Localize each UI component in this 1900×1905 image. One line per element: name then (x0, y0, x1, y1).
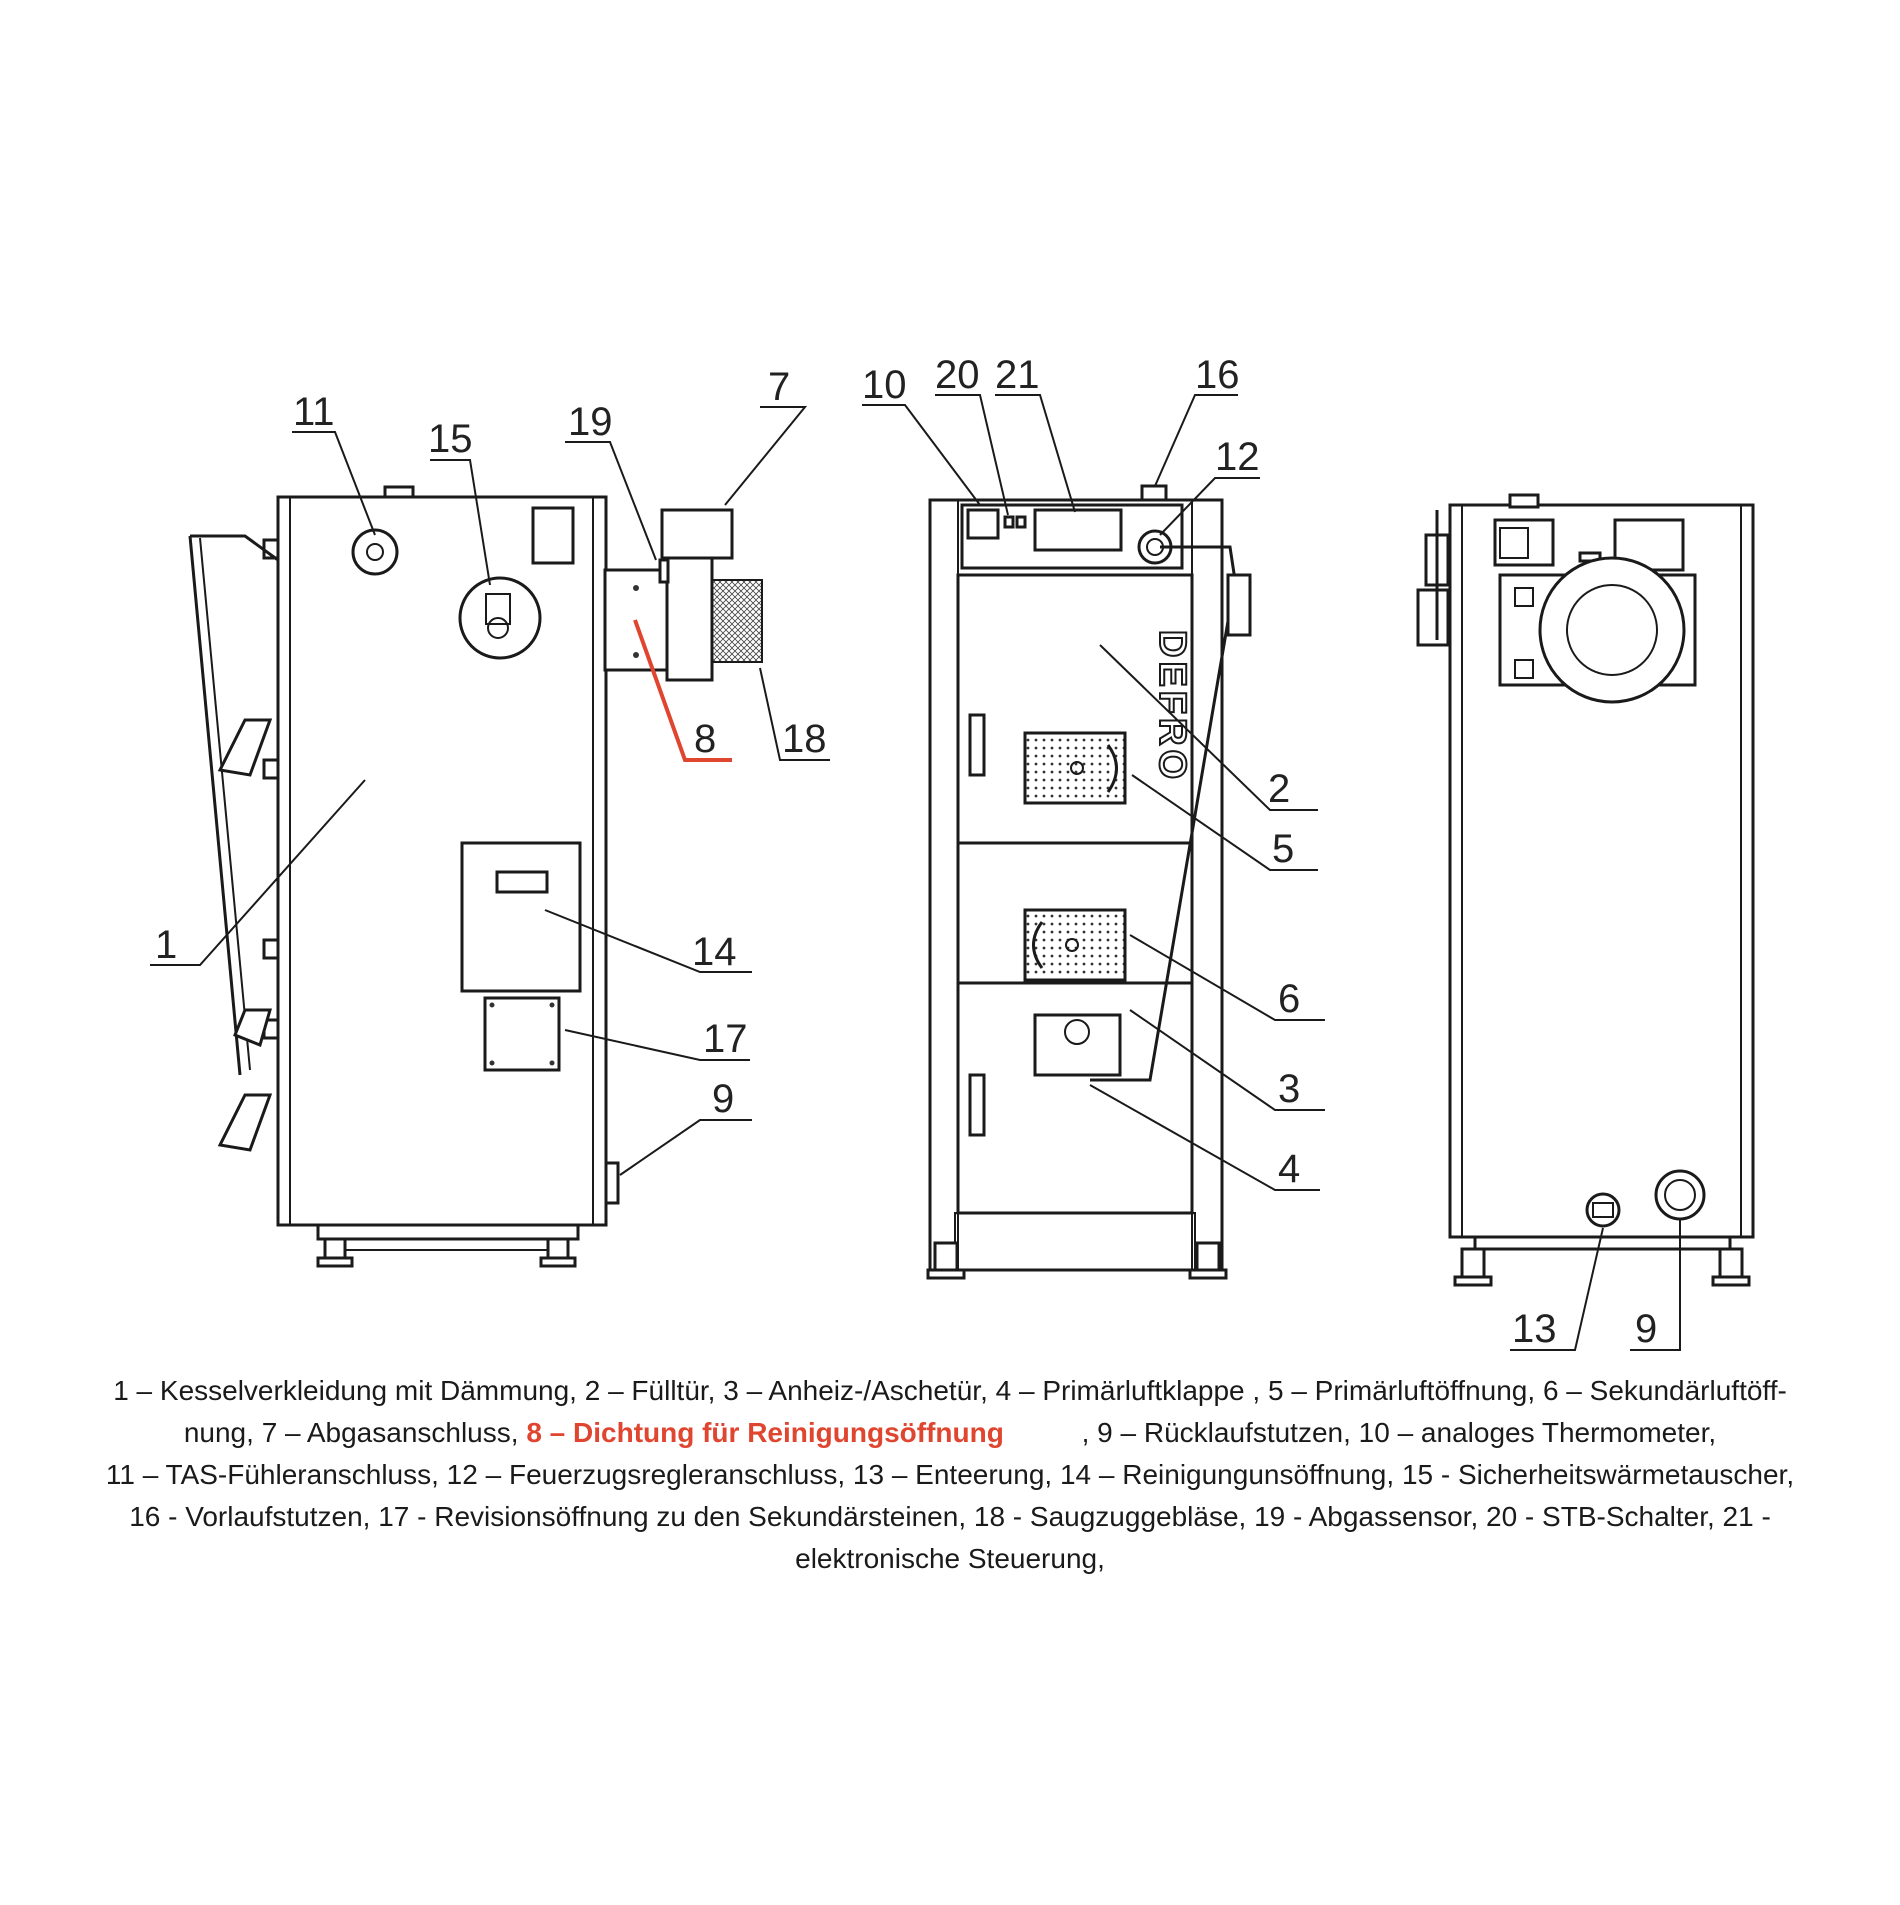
legend-line-1: 1 – Kesselverkleidung mit Dämmung, 2 – F… (113, 1375, 1787, 1406)
label-6: 6 (1278, 977, 1300, 1021)
legend-highlight-8: 8 – Dichtung für Reinigungsöffnung (526, 1417, 1004, 1448)
return-socket (1654, 1169, 1706, 1221)
label-9-right: 9 (1635, 1307, 1657, 1351)
side-view (188, 485, 763, 1268)
leader-lines (150, 394, 1681, 1351)
label-7: 7 (768, 365, 790, 409)
label-5: 5 (1272, 827, 1294, 871)
label-11: 11 (293, 390, 335, 434)
label-14: 14 (692, 930, 737, 974)
label-21: 21 (995, 353, 1040, 397)
label-8: 8 (694, 717, 716, 761)
brand-logo: DEFRO (1151, 630, 1193, 783)
back-view (1416, 493, 1755, 1287)
tar-drain-port (1585, 1192, 1621, 1228)
accent-leader (633, 619, 732, 762)
legend-line-3: 11 – TAS-Fühleranschluss, 12 – Feuerzugs… (105, 1459, 1795, 1490)
tas-sensor-port (351, 528, 399, 576)
flow-socket (1140, 484, 1168, 502)
legend-line-2-end: , 9 – Rücklaufstutzen, 10 – analoges The… (1003, 1417, 1717, 1448)
label-20: 20 (935, 353, 980, 397)
legend-line-5: elektronische Steuerung, (795, 1543, 1105, 1574)
flue-outlet (660, 508, 734, 560)
legend-line-4: 16 - Vorlaufstutzen, 17 - Revisionsöffnu… (129, 1501, 1771, 1532)
label-13: 13 (1512, 1307, 1557, 1351)
label-16: 16 (1195, 353, 1240, 397)
front-view: DEFRO (926, 484, 1252, 1280)
secondary-air-opening (1023, 908, 1127, 982)
legend-line-2-start: nung, 7 – Abgasanschluss, (183, 1417, 527, 1448)
label-15: 15 (428, 417, 473, 461)
label-17: 17 (703, 1017, 748, 1061)
primary-air-flap (1033, 1013, 1122, 1077)
revision-opening (483, 996, 561, 1072)
part-labels: 1 2 3 4 5 6 7 8 9 9 10 11 12 13 14 15 16… (155, 353, 1657, 1351)
stb-switch (1003, 515, 1015, 529)
thermometer (966, 508, 1000, 540)
label-4: 4 (1278, 1147, 1300, 1191)
label-9-left: 9 (712, 1077, 734, 1121)
parts-legend: 1 – Kesselverkleidung mit Dämmung, 2 – F… (20, 1370, 1880, 1580)
label-18: 18 (782, 717, 827, 761)
label-1: 1 (155, 923, 177, 967)
primary-air-opening (1023, 731, 1127, 805)
induced-draft-fan (711, 579, 763, 663)
electronic-control (1033, 508, 1123, 552)
label-3: 3 (1278, 1067, 1300, 1111)
filling-door (956, 573, 1194, 845)
label-12: 12 (1215, 435, 1260, 479)
label-2: 2 (1268, 767, 1290, 811)
label-10: 10 (862, 363, 907, 407)
legend-line-2: nung, 7 – Abgasanschluss, 8 – Dichtung f… (20, 1412, 1880, 1454)
rear-fan (1538, 556, 1686, 704)
label-19: 19 (568, 400, 613, 444)
